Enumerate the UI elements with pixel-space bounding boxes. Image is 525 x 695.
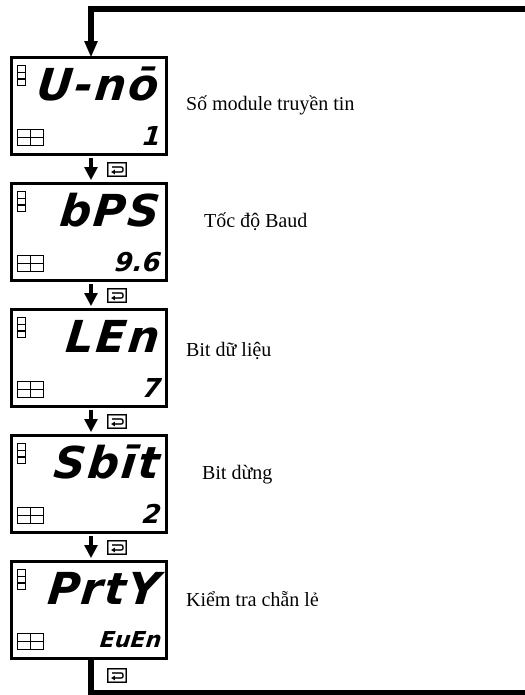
loop-top-line [88, 6, 525, 12]
parameter-value: 2 [141, 500, 163, 530]
parameter-code: PrtY [44, 564, 164, 615]
mode-key-icon[interactable] [107, 288, 127, 303]
indicator-lamp-icon [17, 129, 47, 147]
indicator-lamp-icon [17, 255, 47, 273]
indicator-lamp-icon [17, 569, 26, 590]
step-caption: Bit dừng [202, 462, 273, 484]
parameter-value: 7 [141, 374, 163, 404]
step-caption: Kiểm tra chẵn lẻ [186, 589, 319, 611]
parameter-value: 1 [141, 122, 163, 152]
display-panel: Sbīt 2 [10, 434, 168, 534]
down-arrow-icon [84, 41, 98, 57]
mode-key-icon[interactable] [107, 540, 127, 555]
indicator-lamp-icon [17, 191, 26, 212]
indicator-lamp-icon [17, 507, 47, 525]
down-arrow-icon [84, 158, 98, 180]
indicator-lamp-icon [17, 317, 26, 338]
loop-down-line [88, 6, 94, 42]
down-arrow-icon [84, 410, 98, 432]
mode-key-icon[interactable] [107, 414, 127, 429]
parameter-code: bPS [56, 186, 164, 237]
mode-key-icon[interactable] [107, 668, 127, 683]
indicator-lamp-icon [17, 65, 26, 86]
indicator-lamp-icon [17, 633, 47, 651]
display-panel: U-nō 1 [10, 56, 168, 156]
display-panel: LEn 7 [10, 308, 168, 408]
parameter-value: EuEn [98, 628, 163, 653]
mode-key-icon[interactable] [107, 162, 127, 177]
parameter-code: Sbīt [51, 438, 164, 489]
loop-up-line [88, 660, 94, 695]
down-arrow-icon [84, 284, 98, 306]
indicator-lamp-icon [17, 443, 26, 464]
parameter-value: 9.6 [113, 248, 163, 278]
down-arrow-icon [84, 536, 98, 558]
display-panel: bPS 9.6 [10, 182, 168, 282]
display-panel: PrtY EuEn [10, 560, 168, 660]
step-caption: Bit dữ liệu [186, 339, 272, 361]
indicator-lamp-icon [17, 381, 47, 399]
parameter-code: LEn [62, 312, 164, 363]
step-caption: Số module truyền tin [186, 93, 355, 115]
parameter-code: U-nō [34, 60, 164, 111]
loop-bottom-line [88, 690, 525, 695]
step-caption: Tốc độ Baud [204, 210, 308, 232]
